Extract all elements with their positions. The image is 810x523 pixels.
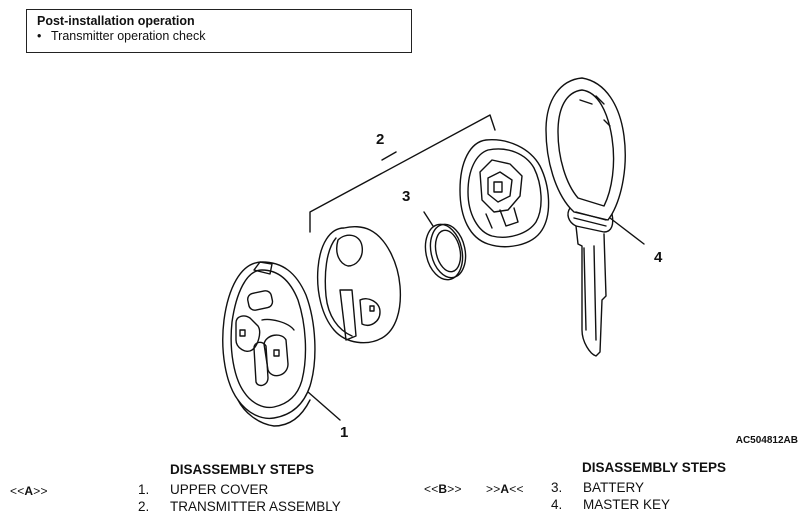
callout-1: 1 — [340, 424, 348, 441]
step-1: 1. UPPER COVER — [138, 482, 268, 497]
code-a2-suffix: << — [509, 482, 524, 496]
code-a-prefix: << — [10, 484, 25, 498]
leader-line-4 — [609, 217, 645, 245]
leader-line-2 — [381, 151, 397, 161]
upper-cover-part — [222, 261, 316, 427]
leader-line-3 — [423, 211, 434, 227]
step-4: 4. MASTER KEY — [551, 497, 670, 512]
note-title: Post-installation operation — [37, 14, 195, 28]
code-b-letter: B — [438, 482, 448, 496]
step-2: 2. TRANSMITTER ASSEMBLY — [138, 499, 341, 514]
battery-part — [423, 211, 467, 281]
bullet-icon: • — [37, 29, 42, 43]
code-a-suffix: >> — [33, 484, 48, 498]
code-a2-letter: A — [500, 482, 510, 496]
left-steps-heading: DISASSEMBLY STEPS — [170, 462, 315, 477]
step-2-number: 2. — [138, 499, 150, 514]
transmitter-front-part — [316, 225, 402, 344]
bracket-part-2 — [309, 114, 496, 233]
transmitter-back-part — [459, 139, 550, 248]
note-item-text: Transmitter operation check — [51, 29, 206, 43]
leader-line-1 — [307, 391, 341, 421]
step-3: 3. BATTERY — [551, 480, 644, 495]
note-item: • Transmitter operation check — [37, 29, 401, 44]
figure-id: AC504812AB — [735, 435, 798, 446]
callout-2: 2 — [376, 131, 384, 148]
step-2-label: TRANSMITTER ASSEMBLY — [170, 499, 341, 514]
callout-3: 3 — [402, 188, 410, 205]
step-4-label: MASTER KEY — [583, 497, 671, 512]
step-3-label: BATTERY — [583, 480, 645, 495]
step-1-number: 1. — [138, 482, 150, 497]
step-4-number: 4. — [551, 497, 563, 512]
code-b-suffix: >> — [447, 482, 462, 496]
post-installation-note: Post-installation operation • Transmitter… — [26, 9, 412, 53]
service-code-b: <<B>> — [424, 482, 462, 496]
step-1-label: UPPER COVER — [170, 482, 269, 497]
code-a2-prefix: >> — [486, 482, 501, 496]
right-steps-heading: DISASSEMBLY STEPS — [582, 460, 727, 475]
master-key-part — [545, 77, 645, 357]
callout-4: 4 — [654, 249, 663, 266]
step-3-number: 3. — [551, 480, 563, 495]
service-code-a: <<A>> — [10, 484, 48, 498]
code-b-prefix: << — [424, 482, 439, 496]
code-a-letter: A — [24, 484, 34, 498]
service-code-a-reassembly: >>A<< — [486, 482, 524, 496]
